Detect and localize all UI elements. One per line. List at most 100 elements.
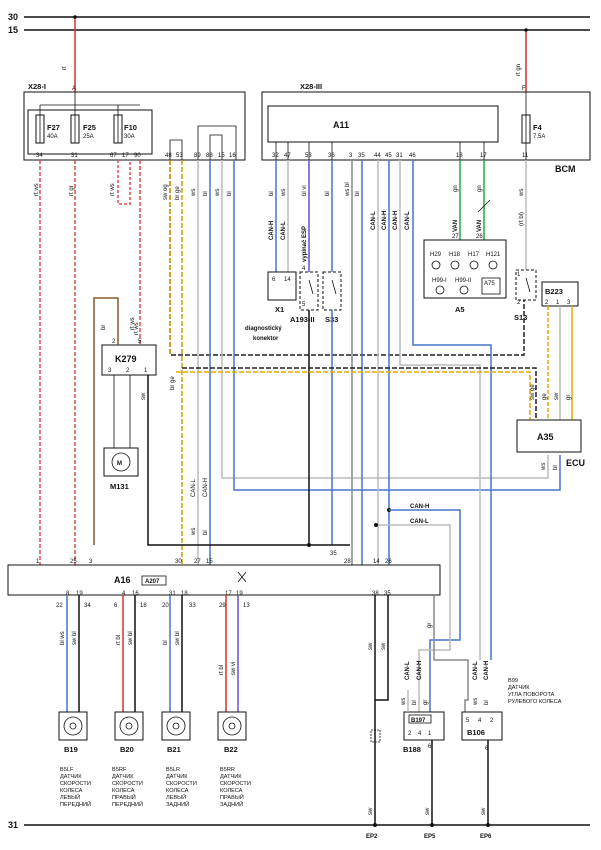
svg-text:18: 18 — [181, 591, 188, 597]
svg-text:gr: gr — [423, 700, 429, 705]
svg-text:CAN-L: CAN-L — [281, 221, 287, 240]
svg-text:sw: sw — [425, 807, 431, 815]
svg-text:B19: B19 — [64, 745, 78, 754]
svg-text:11: 11 — [522, 153, 529, 159]
svg-text:3: 3 — [349, 153, 353, 159]
b20-sensor: B20 — [114, 711, 144, 754]
svg-text:СКОРОСТИ: СКОРОСТИ — [220, 781, 251, 787]
svg-text:B5RR: B5RR — [220, 767, 235, 773]
svg-text:CAN-H: CAN-H — [417, 661, 423, 680]
b99-description: B99 ДАТЧИК УГЛА ПОВОРОТА РУЛЕВОГО КОЛЕСА — [508, 678, 562, 705]
svg-text:X1: X1 — [275, 305, 284, 314]
svg-text:38: 38 — [372, 591, 379, 597]
svg-text:СКОРОСТИ: СКОРОСТИ — [112, 781, 143, 787]
x28-i-label: X28-I — [28, 82, 46, 91]
svg-text:B223: B223 — [545, 287, 563, 296]
a35-module — [516, 419, 582, 453]
svg-text:br ge: br ge — [175, 186, 181, 200]
rail-30-label: 30 — [8, 12, 18, 22]
a11-module — [267, 105, 499, 143]
k279-relay: K279 2 5 3 2 1 — [101, 339, 157, 376]
svg-text:vypínač ESP: vypínač ESP — [302, 226, 308, 262]
svg-text:F4: F4 — [533, 123, 543, 132]
svg-text:CAN-L: CAN-L — [191, 478, 197, 497]
svg-text:4: 4 — [302, 266, 306, 272]
svg-text:22: 22 — [56, 603, 63, 609]
bcm-label: BCM — [555, 164, 576, 174]
svg-text:gn: gn — [453, 185, 459, 192]
svg-text:35: 35 — [358, 153, 365, 159]
svg-text:bl: bl — [412, 700, 418, 705]
fuse-f27: F27 40A — [35, 114, 60, 144]
svg-text:15: 15 — [206, 559, 213, 565]
ep6-label: EP6 — [480, 834, 492, 840]
svg-text:6: 6 — [485, 746, 489, 752]
x1-connector: 6 14 X1 — [267, 271, 297, 314]
svg-text:H99-II: H99-II — [455, 278, 472, 284]
svg-text:28: 28 — [344, 559, 351, 565]
svg-text:18: 18 — [140, 603, 147, 609]
rail-31-label: 31 — [8, 820, 18, 830]
svg-text:A75: A75 — [484, 281, 495, 287]
svg-text:ws: ws — [191, 189, 197, 197]
s13-switch: 1 2 S13 — [514, 269, 537, 322]
svg-text:25A: 25A — [83, 134, 94, 140]
svg-text:(rt bl): (rt bl) — [519, 212, 525, 226]
svg-text:B5LR: B5LR — [166, 767, 180, 773]
svg-text:26: 26 — [476, 234, 483, 240]
b19-sensor: B19 — [58, 711, 88, 754]
svg-text:35: 35 — [330, 551, 337, 557]
svg-text:sw bl: sw bl — [175, 631, 181, 645]
svg-text:19: 19 — [76, 591, 83, 597]
svg-text:konektor: konektor — [253, 336, 279, 342]
svg-text:VAN: VAN — [453, 220, 459, 232]
svg-text:4: 4 — [122, 591, 126, 597]
svg-text:sw: sw — [368, 642, 374, 650]
svg-text:ПЕРЕДНИЙ: ПЕРЕДНИЙ — [112, 800, 143, 808]
svg-text:sw: sw — [381, 642, 387, 650]
svg-text:CAN-L: CAN-L — [473, 661, 479, 680]
svg-text:sw: sw — [481, 807, 487, 815]
svg-text:rt ws: rt ws — [130, 317, 136, 330]
svg-text:14: 14 — [284, 277, 291, 283]
fuse-f4: F4 7,5A — [521, 92, 545, 160]
svg-text:ДАТЧИК: ДАТЧИК — [112, 774, 134, 780]
svg-text:ДАТЧИК: ДАТЧИК — [166, 774, 188, 780]
svg-text:40A: 40A — [47, 134, 58, 140]
diag-connector-label: diagnostický — [245, 326, 282, 332]
svg-text:H17: H17 — [468, 252, 480, 258]
svg-text:30A: 30A — [124, 134, 135, 140]
svg-text:S13: S13 — [514, 313, 527, 322]
svg-text:34: 34 — [84, 603, 91, 609]
svg-text:ДАТЧИК: ДАТЧИК — [508, 685, 530, 691]
svg-text:ws: ws — [281, 189, 287, 197]
svg-text:rt gr: rt gr — [69, 185, 75, 196]
svg-text:ws: ws — [473, 698, 479, 706]
a16-top-pins: 1 25 3 30 27 15 28 14 26 — [36, 559, 392, 565]
svg-text:F10: F10 — [124, 123, 137, 132]
svg-text:СКОРОСТИ: СКОРОСТИ — [166, 781, 197, 787]
svg-text:sw: sw — [141, 392, 147, 400]
svg-text:CAN-H: CAN-H — [203, 478, 209, 497]
svg-text:2: 2 — [112, 339, 116, 345]
svg-text:br ge: br ge — [170, 376, 176, 390]
svg-text:B5RF: B5RF — [112, 767, 127, 773]
svg-text:gr: gr — [427, 623, 433, 628]
svg-text:rt bl: rt bl — [219, 665, 225, 675]
svg-text:CAN-H: CAN-H — [382, 211, 388, 230]
svg-text:2: 2 — [545, 300, 549, 306]
ep5-label: EP5 — [424, 834, 436, 840]
svg-text:rt ws: rt ws — [34, 183, 40, 196]
fuse-f25: F25 25A — [70, 114, 96, 144]
svg-text:bl: bl — [484, 700, 490, 705]
svg-text:B106: B106 — [467, 728, 485, 737]
svg-text:rt gn: rt gn — [516, 64, 522, 76]
svg-text:34: 34 — [36, 153, 43, 159]
svg-text:H29: H29 — [430, 252, 442, 258]
a16-module — [7, 564, 441, 596]
fuse-f10: F10 30A — [113, 114, 137, 144]
svg-text:27: 27 — [194, 559, 201, 565]
svg-text:CAN-H: CAN-H — [269, 221, 275, 240]
svg-text:CAN-H: CAN-H — [484, 661, 490, 680]
